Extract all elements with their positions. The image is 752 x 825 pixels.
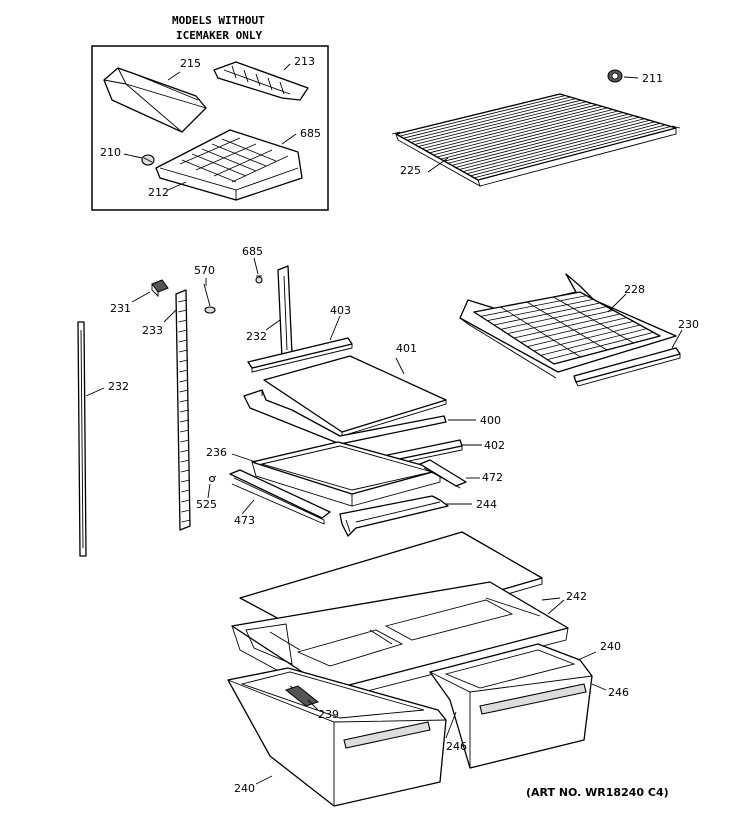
block-231 [151,279,169,298]
callout-525: 525 [196,498,217,511]
fastener-210 [141,154,155,166]
callout-401: 401 [396,342,417,355]
drawer-slide-239 [284,685,320,707]
callout-685-mid: 685 [242,245,263,258]
header-line-1: MODELS WITHOUT [172,14,265,27]
ice-bucket-part [103,67,207,133]
screw-685 [255,275,263,284]
callout-400: 400 [480,414,501,427]
callout-210: 210 [100,146,121,159]
callout-246-left: 246 [446,740,467,753]
callout-228: 228 [624,283,645,296]
crisper-drawer-left-240 [227,667,447,807]
shelf-frame-400 [243,389,447,445]
callout-232-mid: 232 [246,330,267,343]
crisper-drawer-right-240 [429,643,593,769]
callout-230: 230 [678,318,699,331]
header-line-2: ICEMAKER ONLY [176,29,262,42]
callout-685-inset: 685 [300,127,321,140]
glass-shelf-401 [263,355,447,437]
wire-shelf-225 [391,93,681,187]
screw-570 [203,283,216,314]
icemaker-inset-box [91,45,329,211]
drawer-frame-244 [339,495,449,537]
callout-240-right: 240 [600,640,621,653]
callout-570: 570 [194,264,215,277]
crisper-frame-242 [231,581,569,701]
side-rail-232-mid [277,265,293,359]
slide-rail-472 [419,459,467,489]
callout-244: 244 [476,498,497,511]
shelf-trim-230 [573,347,681,387]
callout-242: 242 [566,590,587,603]
callout-233: 233 [142,324,163,337]
screw-525 [208,475,217,483]
wire-shelf-228 [459,273,677,379]
callout-402: 402 [484,439,505,452]
callout-211: 211 [642,72,663,85]
ice-shelf-part [155,129,303,201]
callout-403: 403 [330,304,351,317]
callout-473: 473 [234,514,255,527]
callout-240-left: 240 [234,782,255,795]
callout-472: 472 [482,471,503,484]
shelf-trim-403 [247,337,353,373]
callout-231: 231 [110,302,131,315]
callout-213: 213 [294,55,315,68]
ice-tray-part [213,61,309,101]
callout-236: 236 [206,446,227,459]
callout-212: 212 [148,186,169,199]
callout-239: 239 [318,708,339,721]
callout-232-left: 232 [108,380,129,393]
side-rail-232-left [77,321,87,557]
slide-rail-473 [229,469,331,525]
ladder-rail-233 [175,289,191,531]
callout-246-right: 246 [608,686,629,699]
shelf-support-211 [607,69,623,83]
callout-225: 225 [400,164,421,177]
art-number: (ART NO. WR18240 C4) [526,786,669,799]
callout-215: 215 [180,57,201,70]
